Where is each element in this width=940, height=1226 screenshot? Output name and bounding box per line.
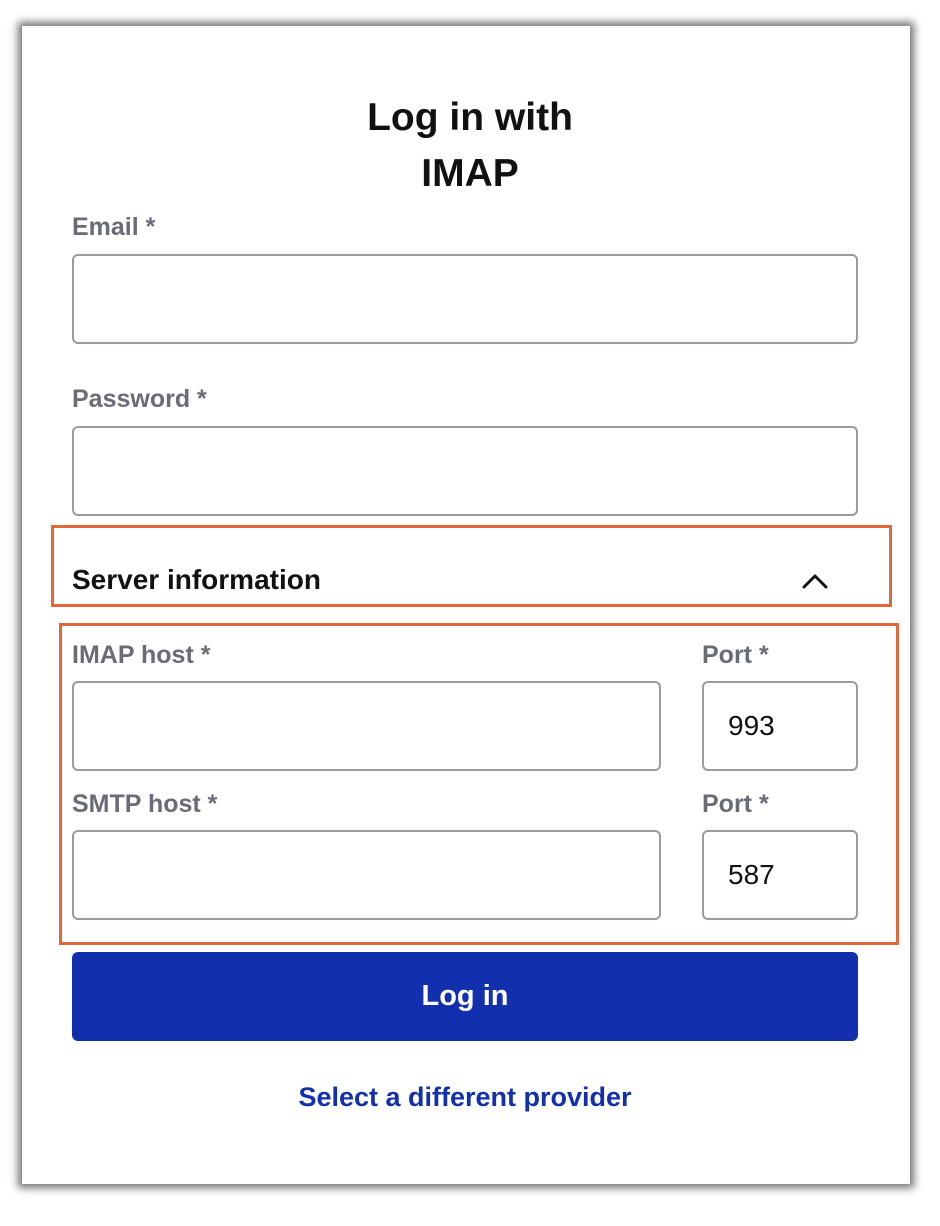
page-title-line-2: IMAP — [421, 152, 519, 195]
server-fields-highlight — [59, 623, 899, 945]
password-label: Password * — [72, 385, 207, 413]
imap-port-field[interactable] — [702, 681, 858, 771]
imap-host-label: IMAP host * — [72, 641, 211, 669]
smtp-port-label: Port * — [702, 790, 769, 818]
chevron-up-icon[interactable] — [800, 566, 830, 594]
page-title-line-1: Log in with — [367, 96, 573, 139]
select-different-provider-link[interactable]: Select a different provider — [298, 1082, 632, 1112]
server-section-highlight — [51, 525, 892, 607]
imap-port-label: Port * — [702, 641, 769, 669]
smtp-host-field[interactable] — [72, 830, 661, 920]
imap-host-field[interactable] — [72, 681, 661, 771]
login-button[interactable]: Log in — [72, 952, 858, 1041]
smtp-host-label: SMTP host * — [72, 790, 218, 818]
email-field[interactable] — [72, 254, 858, 344]
password-field[interactable] — [72, 426, 858, 516]
smtp-port-field[interactable] — [702, 830, 858, 920]
email-label: Email * — [72, 213, 156, 241]
server-information-heading[interactable]: Server information — [72, 564, 321, 595]
